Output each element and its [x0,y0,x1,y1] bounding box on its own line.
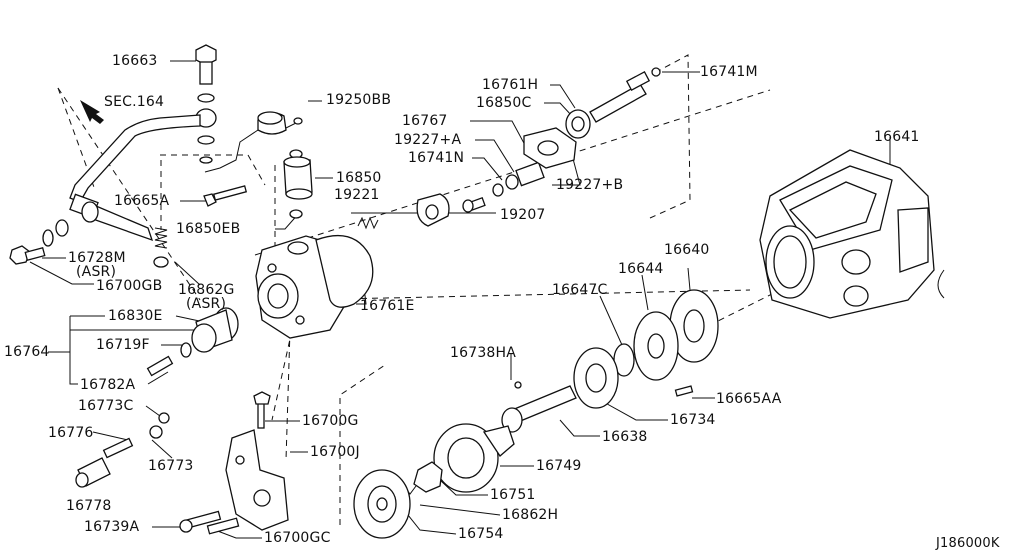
callout-16761E: 16761E [360,298,415,314]
fuel-pipe [69,114,201,242]
callout-19207: 19207 [500,207,546,223]
drawing-code: J186000K [936,536,1000,551]
sensor-switch [204,111,303,173]
callout-16638: 16638 [602,429,648,445]
callout-16641: 16641 [874,129,920,145]
callout-16700J: 16700J [310,444,360,460]
bolt-16665A [203,185,248,207]
callout-16773C: 16773C [78,398,134,414]
callout-16862G: 16862G [178,282,235,298]
sec-164-arrow [80,100,104,124]
callout-asr-2: (ASR) [186,296,227,312]
cover-16754 [353,469,411,539]
callout-16764: 16764 [4,344,50,360]
valve-parts-19207 [416,127,577,227]
callout-16647C: 16647C [552,282,608,298]
callout-19227A: 19227+A [394,132,462,148]
overflow-bolt-16663 [195,44,217,164]
callout-16850EB: 16850EB [176,221,241,237]
callout-16700GB: 16700GB [96,278,163,294]
rotor-16751 [413,461,443,493]
callout-19227B: 19227+B [556,177,624,193]
callout-asr-1: (ASR) [76,264,117,280]
callout-16741N: 16741N [408,150,465,166]
callout-16739A: 16739A [84,519,140,535]
callout-16761H: 16761H [482,77,539,93]
lever-bracket-16700J [225,391,289,531]
callout-16776: 16776 [48,425,94,441]
washers-and-bolt-16700GB [9,219,69,265]
fuel-cut-solenoid-16850 [283,149,313,219]
callout-16773: 16773 [148,458,194,474]
callout-16665A: 16665A [114,193,170,209]
screw-16665AA [674,385,694,397]
pump-housing-16641 [759,149,945,319]
callout-16751: 16751 [490,487,536,503]
callout-16830E: 16830E [108,308,163,324]
callout-16700G: 16700G [302,413,359,429]
timer-piston-group-16764 [146,307,239,377]
bolt-16739A [179,510,240,535]
coupling-16734 [573,347,619,409]
callout-16719F: 16719F [96,337,150,353]
callout-16862H: 16862H [502,507,559,523]
drive-shaft-16638 [501,381,577,433]
callout-16734: 16734 [670,412,716,428]
callout-16741M: 16741M [700,64,758,80]
callout-19221: 19221 [334,187,380,203]
spring-16862G [153,227,169,268]
roller-ring-16644 [633,311,679,381]
callout-16644: 16644 [618,261,664,277]
callout-16782A: 16782A [80,377,136,393]
callout-16663: 16663 [112,53,158,69]
callout-16778: 16778 [66,498,112,514]
feed-pump-16749 [433,423,515,493]
callout-16850C: 16850C [476,95,532,111]
callout-16749: 16749 [536,458,582,474]
callout-16754: 16754 [458,526,504,542]
callout-16850: 16850 [336,170,382,186]
injection-line-16741M [565,67,661,139]
callout-16700GC: 16700GC [264,530,331,546]
callout-16767: 16767 [402,113,448,129]
nozzle-16778 [75,412,170,488]
callout-sec164: SEC.164 [104,94,165,110]
distributor-head [255,234,374,339]
spring-19221 [357,216,379,230]
cam-plate-16640 [669,289,719,363]
callout-16728M: 16728M [68,250,126,266]
callout-16738HA: 16738HA [450,345,517,361]
callout-16665AA: 16665AA [716,391,782,407]
callout-16640: 16640 [664,242,710,258]
callout-19250BB: 19250BB [326,92,392,108]
